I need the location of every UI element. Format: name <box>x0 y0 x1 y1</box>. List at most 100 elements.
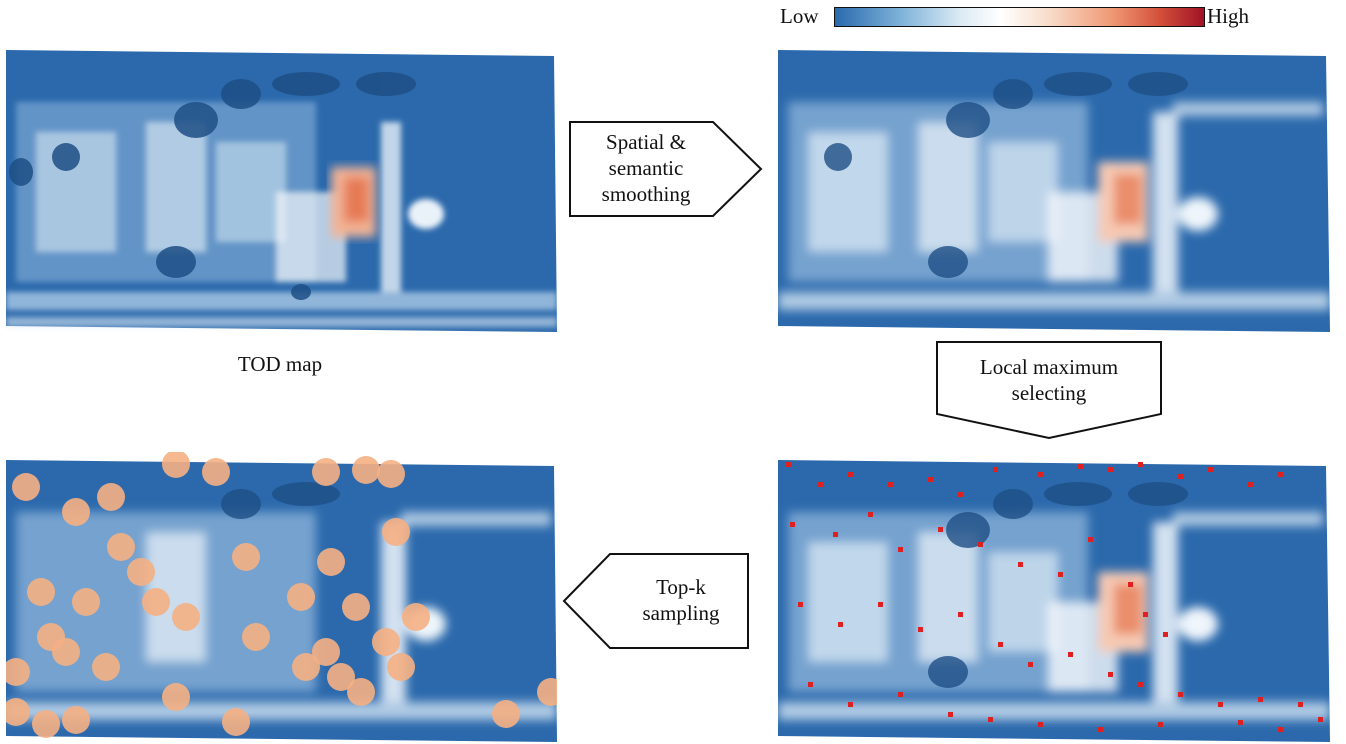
topk-sample-circle <box>97 483 125 511</box>
local-maximum-point <box>833 532 838 537</box>
local-maximum-point <box>1138 462 1143 467</box>
smoothing-arrow: Spatial & semantic smoothing <box>568 120 764 218</box>
local-maximum-point <box>978 542 983 547</box>
topk-sample-circle <box>317 548 345 576</box>
topk-sample-circle <box>6 658 30 686</box>
local-maximum-point <box>898 692 903 697</box>
topk-sample-circle <box>6 698 30 726</box>
local-maximum-point <box>848 472 853 477</box>
local-max-image <box>778 460 1330 742</box>
local-maximum-point <box>918 627 923 632</box>
local-maximum-point <box>1108 467 1113 472</box>
topk-sample-circle <box>387 653 415 681</box>
local-maximum-point <box>790 522 795 527</box>
local-maximum-point <box>1218 702 1223 707</box>
local-maximum-points <box>786 462 1323 732</box>
topk-sample-circle <box>242 623 270 651</box>
topk-sample-circle <box>202 458 230 486</box>
local-maximum-point <box>1208 467 1213 472</box>
topk-sample-circle <box>402 603 430 631</box>
topk-sample-circle <box>312 638 340 666</box>
local-maximum-point <box>1158 722 1163 727</box>
topk-sample-circle <box>127 558 155 586</box>
local-max-arrow: Local maximum selecting <box>935 340 1165 441</box>
topk-sample-circle <box>292 653 320 681</box>
topk-panel <box>6 452 557 742</box>
local-maximum-point <box>888 482 893 487</box>
local-maximum-point <box>1163 632 1168 637</box>
topk-sample-circle <box>62 706 90 734</box>
local-maximum-point <box>1238 720 1243 725</box>
local-maximum-point <box>1138 682 1143 687</box>
topk-sample-circle <box>347 678 375 706</box>
local-maximum-point <box>1298 702 1303 707</box>
topk-sample-circle <box>162 683 190 711</box>
local-maximum-point <box>1088 537 1093 542</box>
local-maximum-point <box>1038 472 1043 477</box>
topk-arrow-line1: Top-k <box>656 575 706 599</box>
local-maximum-point <box>848 702 853 707</box>
local-maximum-point <box>878 602 883 607</box>
legend-high-label: High <box>1207 4 1249 28</box>
local-maximum-point <box>1028 662 1033 667</box>
topk-sample-circle <box>12 473 40 501</box>
topk-sample-circle <box>537 678 557 706</box>
topk-sample-circle <box>492 700 520 728</box>
tod-map-panel <box>6 42 557 332</box>
topk-sample-circle <box>172 603 200 631</box>
tod-map-image <box>6 50 557 332</box>
local-maximum-point <box>1178 474 1183 479</box>
topk-sample-circle <box>232 543 260 571</box>
local-maximum-point <box>868 512 873 517</box>
local-maximum-point <box>1068 652 1073 657</box>
topk-arrow: Top-k sampling <box>562 552 751 650</box>
local-maximum-point <box>1278 472 1283 477</box>
topk-sample-circle <box>327 663 355 691</box>
local-maximum-point <box>1178 692 1183 697</box>
local-maximum-point <box>786 462 791 467</box>
local-maximum-point <box>1038 722 1043 727</box>
topk-arrow-line2: sampling <box>642 601 720 625</box>
local-maximum-point <box>1258 697 1263 702</box>
local-max-panel <box>778 452 1330 742</box>
local-maximum-point <box>948 712 953 717</box>
local-maximum-point <box>818 482 823 487</box>
tod-map-caption: TOD map <box>237 352 323 376</box>
local-maximum-point <box>938 527 943 532</box>
local-max-arrow-line2: selecting <box>1011 381 1087 405</box>
local-maximum-point <box>1278 727 1283 732</box>
topk-sample-circle <box>32 710 60 738</box>
local-maximum-point <box>838 622 843 627</box>
topk-sample-circle <box>352 456 380 484</box>
local-maximum-point <box>928 477 933 482</box>
topk-sample-circle <box>52 638 80 666</box>
topk-sample-circle <box>72 588 100 616</box>
local-maximum-point <box>1108 672 1113 677</box>
legend-low-label: Low <box>780 4 819 28</box>
local-maximum-point <box>958 492 963 497</box>
topk-sample-circle <box>142 588 170 616</box>
local-maximum-point <box>808 682 813 687</box>
smoothing-arrow-line2: semantic <box>608 156 684 180</box>
local-maximum-point <box>1318 717 1323 722</box>
topk-sample-circle <box>62 498 90 526</box>
smoothed-map-panel <box>778 42 1330 332</box>
topk-image <box>6 452 557 742</box>
topk-sample-circle <box>107 533 135 561</box>
smoothed-map-image <box>778 50 1330 332</box>
colorbar-gradient <box>834 7 1205 27</box>
topk-sample-circle <box>162 452 190 478</box>
topk-sample-circle <box>27 578 55 606</box>
topk-sample-circle <box>287 583 315 611</box>
topk-sample-circle <box>382 518 410 546</box>
topk-sample-circle <box>312 458 340 486</box>
local-max-arrow-line1: Local maximum <box>979 355 1119 379</box>
topk-sample-circle <box>372 628 400 656</box>
topk-sample-circle <box>92 653 120 681</box>
local-maximum-point <box>1248 482 1253 487</box>
local-maximum-point <box>1078 464 1083 469</box>
local-maximum-point <box>1128 582 1133 587</box>
topk-sample-circle <box>222 708 250 736</box>
local-maximum-point <box>988 717 993 722</box>
local-maximum-point <box>1098 727 1103 732</box>
